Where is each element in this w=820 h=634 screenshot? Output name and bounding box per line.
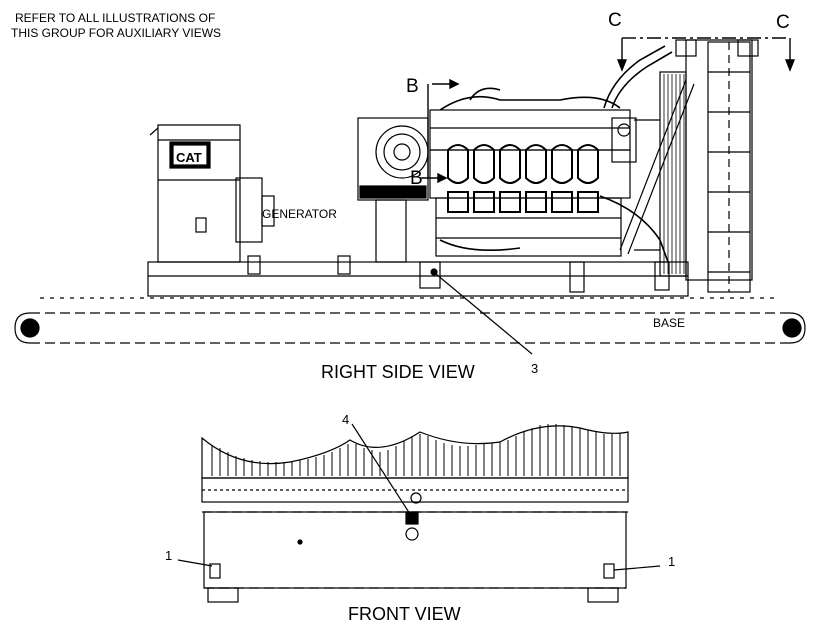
- generator-housing: [149, 124, 275, 263]
- generator-label: GENERATOR: [262, 207, 337, 221]
- callout-3-point: [430, 268, 438, 276]
- front-radiator-fins: [211, 424, 621, 476]
- section-c-label-left: C: [608, 10, 622, 31]
- engine-cylinders: [447, 144, 599, 213]
- note-line-1: REFER TO ALL ILLUSTRATIONS OF: [15, 11, 215, 25]
- engine-piping: [439, 45, 673, 263]
- radiator: [634, 39, 759, 293]
- callout-3: 3: [531, 361, 538, 376]
- drain-plug: [405, 527, 419, 541]
- front-view: [177, 423, 661, 603]
- front-fitting: [410, 492, 422, 504]
- front-foot-right: [587, 587, 619, 603]
- radiator-fins: [663, 74, 685, 274]
- flywheel-housing: [357, 117, 429, 263]
- drain-valve: [405, 511, 419, 525]
- section-b-label-lower: B: [410, 168, 423, 189]
- base-label: BASE: [653, 316, 685, 330]
- lift-point-right: [603, 563, 615, 579]
- lift-point-left: [209, 563, 221, 579]
- callout-4-leader: [351, 423, 411, 515]
- front-radiator-outline: [201, 425, 629, 479]
- callout-4: 4: [342, 412, 349, 427]
- right-side-view-title: RIGHT SIDE VIEW: [321, 362, 475, 382]
- note-line-2: THIS GROUP FOR AUXILIARY VIEWS: [11, 26, 221, 40]
- right-side-view: [14, 37, 806, 355]
- section-b-arrows: [420, 78, 460, 184]
- callout-1-left-leader: [177, 559, 213, 567]
- skid-frame: [147, 255, 689, 297]
- section-c-line: [616, 37, 796, 72]
- base-frame: [14, 297, 806, 344]
- fan-support: [611, 79, 695, 255]
- cat-logo: CAT: [176, 150, 202, 165]
- section-c-label-right: C: [776, 12, 790, 33]
- callout-1-right: 1: [668, 554, 675, 569]
- front-bolt: [297, 539, 303, 545]
- front-foot-left: [207, 587, 239, 603]
- callout-1-right-leader: [613, 565, 661, 571]
- callout-3-leader: [435, 273, 533, 355]
- callout-1-left: 1: [165, 548, 172, 563]
- section-b-label-upper: B: [406, 76, 419, 97]
- front-view-title: FRONT VIEW: [348, 604, 461, 624]
